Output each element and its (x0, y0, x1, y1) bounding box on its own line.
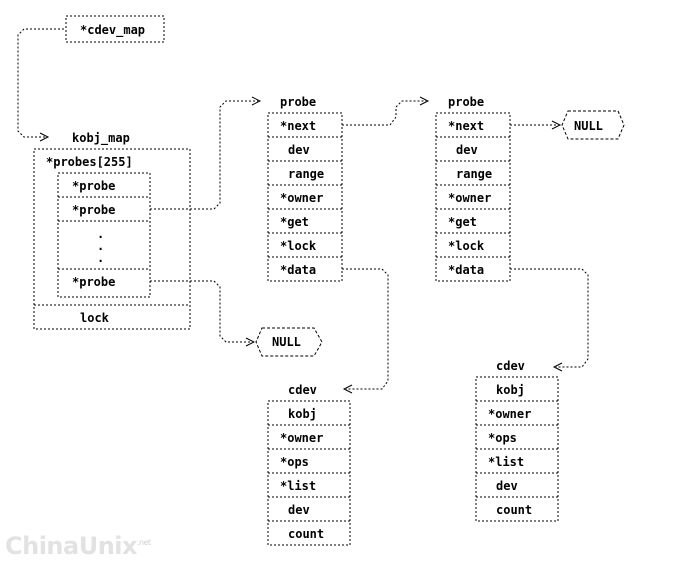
cdev-b-dev: dev (496, 479, 518, 493)
lock-label: lock (80, 311, 110, 325)
probe-b-range: range (456, 167, 492, 181)
cdev-map-label: *cdev_map (80, 23, 145, 38)
probe-ptr-1: *probe (72, 179, 115, 193)
kobj-map-struct: kobj_map *probes[255] *probe *probe . . … (33, 131, 191, 330)
arrow-probe-to-null (150, 280, 256, 347)
cdev-a-dev: dev (288, 503, 310, 517)
probe-b-data: *data (448, 263, 484, 277)
probe-b-lock: *lock (448, 239, 485, 253)
cdev-b-kobj: kobj (496, 383, 525, 397)
null-label-b: NULL (574, 119, 603, 133)
chinaunix-watermark: ChinaUnix.net (5, 532, 151, 560)
watermark-sup: .net (137, 538, 151, 547)
probe-a-title: probe (280, 95, 316, 109)
cdev-b-title: cdev (496, 359, 525, 373)
null-box-b: NULL (561, 110, 625, 140)
probe-b-get: *get (448, 215, 477, 229)
cdev-a-title: cdev (288, 383, 317, 397)
cdev-struct-b: cdev kobj *owner *ops *list dev count (475, 359, 559, 522)
cdev-a-count: count (288, 527, 324, 541)
cdev-b-count: count (496, 503, 532, 517)
probe-b-owner: *owner (448, 191, 491, 205)
probe-a-lock: *lock (280, 239, 317, 253)
null-label-a: NULL (272, 335, 301, 349)
probe-a-owner: *owner (280, 191, 323, 205)
kobj-map-title: kobj_map (72, 131, 130, 146)
ellipsis-dot-2: . (97, 239, 104, 253)
arrow-next-a-to-probe-b (342, 96, 430, 126)
probe-b-dev: dev (456, 143, 478, 157)
probe-a-range: range (288, 167, 324, 181)
probe-b-next: *next (448, 119, 484, 133)
arrow-cdevmap-to-kobjmap (17, 28, 64, 142)
ellipsis-dot-1: . (97, 227, 104, 241)
arrow-data-b-to-cdev-b (510, 268, 589, 372)
arrow-probe-to-probe-a (150, 96, 262, 210)
probe-ptr-last: *probe (72, 275, 115, 289)
cdev-a-owner: *owner (280, 431, 323, 445)
cdev-a-list: *list (280, 479, 316, 493)
null-box-a: NULL (255, 327, 323, 357)
cdev-b-list: *list (488, 455, 524, 469)
probe-b-title: probe (448, 95, 484, 109)
cdev-map-box: *cdev_map (65, 15, 165, 43)
arrow-data-a-to-cdev-a (342, 268, 389, 394)
arrow-next-b-to-null (510, 120, 562, 130)
probe-ptr-2: *probe (72, 203, 115, 217)
watermark-text: ChinaUnix (5, 532, 138, 560)
cdev-b-ops: *ops (488, 431, 517, 445)
cdev-b-owner: *owner (488, 407, 531, 421)
probe-a-dev: dev (288, 143, 310, 157)
probes-array-label: *probes[255] (46, 155, 133, 169)
probe-a-get: *get (280, 215, 309, 229)
probe-struct-b: probe *next dev range *owner *get *lock … (435, 95, 511, 282)
cdev-a-ops: *ops (280, 455, 309, 469)
probe-a-next: *next (280, 119, 316, 133)
ellipsis-dot-3: . (97, 251, 104, 265)
probe-struct-a: probe *next dev range *owner *get *lock … (267, 95, 343, 282)
cdev-struct-a: cdev kobj *owner *ops *list dev count (267, 383, 351, 546)
cdev-a-kobj: kobj (288, 407, 317, 421)
probe-a-data: *data (280, 263, 316, 277)
